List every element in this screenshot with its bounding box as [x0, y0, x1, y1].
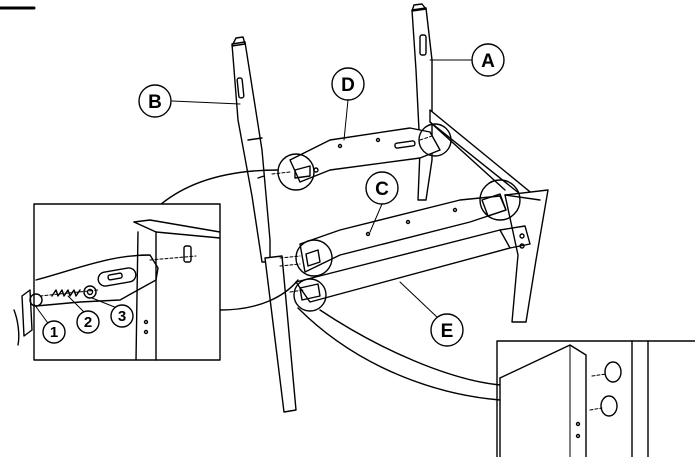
front-right-leg: [504, 189, 549, 323]
front-left-leg: [264, 255, 297, 413]
label-circle-d: [331, 67, 365, 101]
label-circle-1: [42, 320, 66, 344]
label-a: A: [481, 51, 495, 72]
label-3: 3: [118, 308, 126, 325]
label-b: B: [148, 92, 162, 113]
joint-circle-front-right: [479, 179, 521, 221]
label-2: 2: [84, 314, 92, 331]
front-rail-c: [299, 193, 507, 273]
assembly-arrows: [271, 135, 433, 293]
detail-box-left: [13, 203, 221, 361]
detail-connector-left-lower: [219, 279, 299, 311]
label-circle-3: [110, 304, 134, 328]
leader-b: [171, 100, 241, 105]
label-circle-e: [430, 313, 464, 347]
spring-washer-icon: [51, 289, 81, 297]
joint-circle-back-right: [418, 123, 452, 157]
label-c: C: [375, 179, 389, 200]
flat-washer-icon: [83, 285, 97, 299]
back-leg-a: [411, 3, 433, 201]
detail-connector-left-upper: [159, 169, 279, 206]
joint-circle-back-left: [277, 153, 315, 191]
leader-1: [33, 303, 51, 327]
label-circle-2: [76, 310, 100, 334]
leader-d: [343, 99, 349, 141]
joint-circle-front-left: [295, 239, 333, 277]
label-circle-c: [365, 171, 399, 205]
back-rail-d: [289, 127, 441, 183]
label-circle-b: [138, 84, 172, 118]
label-1: 1: [50, 324, 58, 341]
detail-box-right: [496, 340, 695, 457]
detail-connector-right-lower: [297, 307, 501, 401]
leader-c: [369, 203, 383, 233]
joint-circle-lower-left: [293, 278, 327, 312]
detail-connector-right-upper: [319, 309, 501, 386]
label-d: D: [341, 75, 355, 96]
back-leg-b: [231, 36, 271, 263]
leader-e: [399, 281, 439, 319]
label-circle-a: [471, 43, 505, 77]
label-e: E: [441, 321, 454, 342]
lower-rail-e: [295, 225, 531, 303]
